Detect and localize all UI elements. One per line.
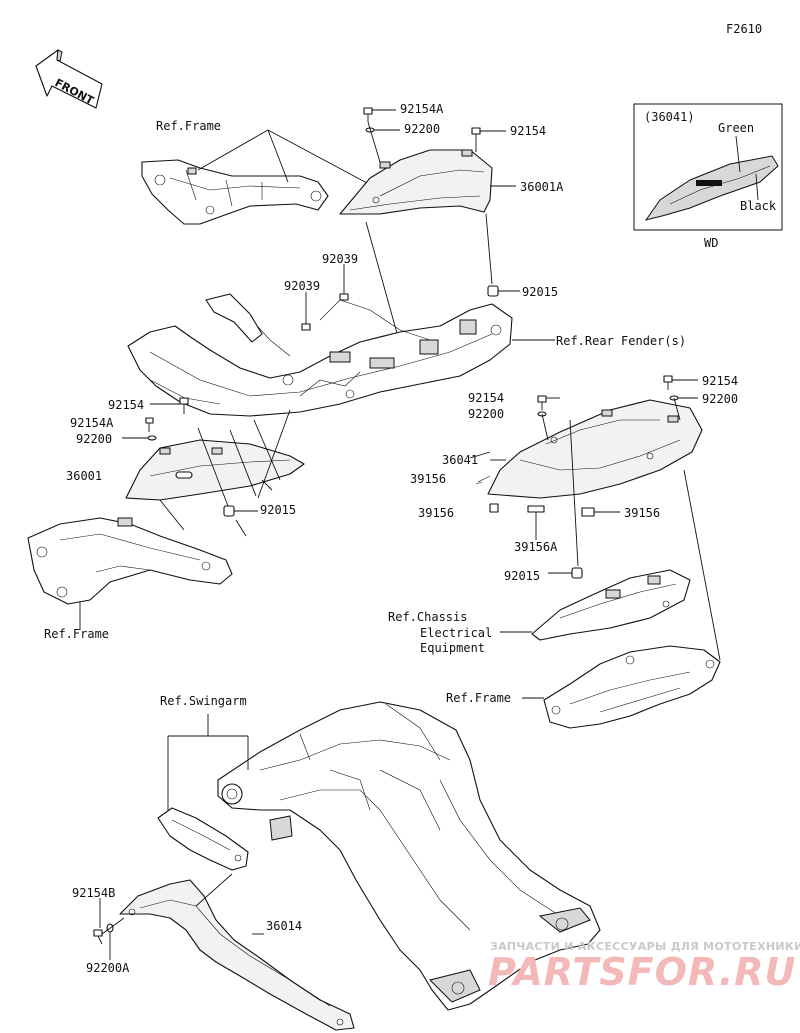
label-ref-chassis-3: Equipment xyxy=(420,641,486,655)
leader-lines-top xyxy=(197,129,381,191)
label-92015-top: 92015 xyxy=(522,285,559,299)
label-36041: 36041 xyxy=(442,453,479,467)
label-92039-b: 92039 xyxy=(284,279,321,293)
watermark-brand: PARTSFOR.RU xyxy=(488,950,797,994)
label-92154-top: 92154 xyxy=(510,124,547,138)
label-ref-chassis-1: Ref.Chassis xyxy=(388,610,468,624)
label-ref-frame-left: Ref.Frame xyxy=(44,627,110,641)
inset-green-label: Green xyxy=(718,121,755,135)
label-36014: 36014 xyxy=(266,919,303,933)
fasteners-right xyxy=(469,375,721,661)
label-36001: 36001 xyxy=(66,469,103,483)
label-92200-top: 92200 xyxy=(404,122,441,136)
label-92200-right: 92200 xyxy=(702,392,739,406)
seat-cowl-36041 xyxy=(487,399,703,499)
frame-left-part xyxy=(27,517,233,630)
label-92015-right: 92015 xyxy=(504,569,541,583)
chassis-electrical-part xyxy=(500,569,691,641)
label-ref-rear-fender: Ref.Rear Fender(s) xyxy=(556,334,687,348)
label-92154A-left: 92154A xyxy=(70,416,114,430)
swingarm-leaders xyxy=(167,714,249,820)
cover-36001 xyxy=(125,439,305,501)
inset-ref: (36041) xyxy=(644,110,695,124)
label-92015-left: 92015 xyxy=(260,503,297,517)
label-ref-frame-right: Ref.Frame xyxy=(446,691,512,705)
label-92200-left: 92200 xyxy=(76,432,113,446)
chain-cover-36014 xyxy=(119,873,355,1031)
rear-fender-assembly xyxy=(127,293,513,417)
label-ref-chassis-2: Electrical xyxy=(420,626,493,640)
label-92154-left: 92154 xyxy=(108,398,145,412)
label-92154B: 92154B xyxy=(72,886,116,900)
label-39156-c: 39156 xyxy=(624,506,661,520)
label-92039-a: 92039 xyxy=(322,252,359,266)
inset-black-label: Black xyxy=(740,199,777,213)
label-ref-frame-top: Ref.Frame xyxy=(156,119,222,133)
inset-box xyxy=(633,103,783,231)
swingarm xyxy=(217,701,601,1011)
frame-top-part xyxy=(141,159,329,225)
frame-right-part xyxy=(522,645,721,729)
label-92154-right: 92154 xyxy=(702,374,739,388)
inset-variant-label: WD xyxy=(704,236,719,250)
label-39156A: 39156A xyxy=(514,540,558,554)
label-92154-mid: 92154 xyxy=(468,391,505,405)
label-36001A: 36001A xyxy=(520,180,564,194)
front-arrow-icon: FRONT xyxy=(35,49,103,109)
diagram-id: F2610 xyxy=(726,22,763,36)
chain-guide-part xyxy=(157,807,249,871)
label-39156-b: 39156 xyxy=(418,506,455,520)
fender-leaders xyxy=(301,264,555,341)
label-39156-a: 39156 xyxy=(410,472,447,486)
fasteners-bottom xyxy=(93,898,125,960)
cover-36001A xyxy=(339,149,493,215)
label-92200A: 92200A xyxy=(86,961,130,975)
fasteners-left xyxy=(122,397,291,537)
label-ref-swingarm: Ref.Swingarm xyxy=(160,694,247,708)
watermark-tagline: ЗАПЧАСТИ И АКСЕССУАРЫ ДЛЯ МОТОТЕХНИКИ xyxy=(490,940,800,953)
label-92154A-top: 92154A xyxy=(400,102,444,116)
label-92200-mid: 92200 xyxy=(468,407,505,421)
